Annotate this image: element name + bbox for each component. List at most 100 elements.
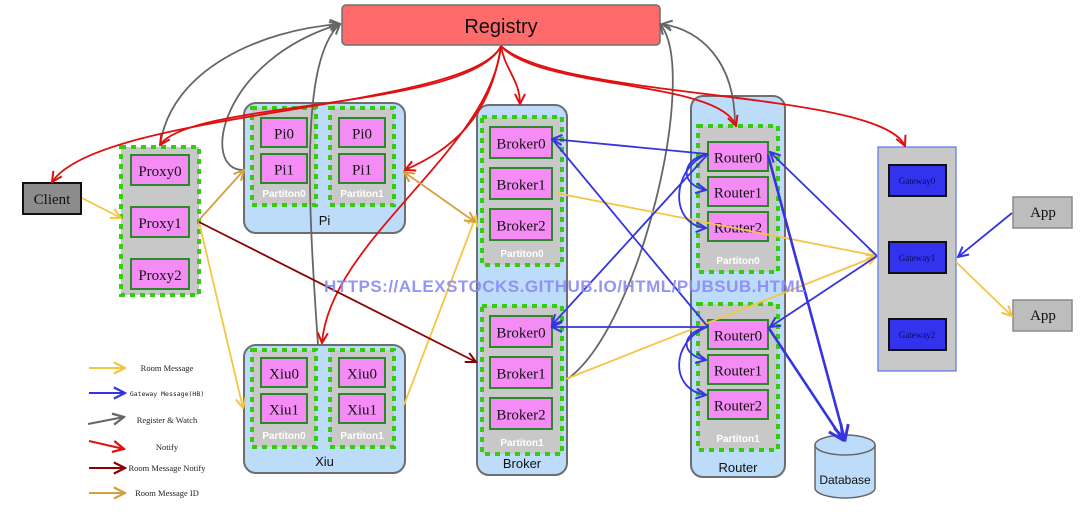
router-1-node-1[interactable]	[707, 354, 769, 385]
router-partition-1-label: Partiton1	[716, 434, 760, 445]
proxy-node-2-label: Proxy2	[138, 268, 181, 284]
router-0-node-0[interactable]	[707, 141, 769, 172]
gateway-node-2[interactable]	[888, 318, 947, 351]
xiu-1-node-0[interactable]	[338, 357, 386, 388]
pi-1-node-1[interactable]	[338, 153, 386, 184]
database-label: Database	[819, 473, 871, 487]
broker-0-node-0[interactable]	[489, 126, 553, 159]
arrow-notify-client	[52, 45, 502, 182]
arrow-register-router	[662, 24, 736, 126]
broker-0-node-1[interactable]	[489, 167, 553, 200]
proxy-node-1[interactable]	[130, 206, 190, 238]
pi-1-node-0[interactable]	[338, 117, 386, 148]
database-body	[814, 445, 876, 499]
xiu-cluster-label: Xiu	[315, 454, 334, 469]
xiu-0-node-0[interactable]	[260, 357, 308, 388]
arrow-notify-gateway	[500, 45, 905, 146]
app-1[interactable]: App	[1012, 299, 1073, 332]
arrow-msgnotify-proxy-broker	[198, 221, 476, 362]
proxy-node-0-label: Proxy0	[138, 164, 181, 180]
app-0-box[interactable]	[1012, 196, 1073, 229]
broker-1-node-1-label: Broker1	[496, 367, 545, 383]
broker-cluster-label: Broker	[503, 456, 542, 471]
legend-arrow-icon	[88, 440, 124, 449]
pi-cluster-label: Pi	[319, 213, 331, 228]
xiu-partition-0-label: Partiton0	[262, 431, 306, 442]
database[interactable]: Database	[814, 434, 876, 499]
broker-1-node-1[interactable]	[489, 356, 553, 389]
router-cluster: RouterPartiton0Router0Router1Router2Part…	[690, 95, 786, 478]
arrow-gw-gateway-router0b	[770, 255, 878, 327]
app-1-label: App	[1030, 308, 1056, 324]
client-label: Client	[34, 192, 71, 208]
pi-0-node-1[interactable]	[260, 153, 308, 184]
arrow-gw-router0-broker0	[552, 139, 709, 155]
router-1-node-1-label: Router1	[714, 364, 762, 380]
client[interactable]: Client	[22, 182, 82, 215]
arrow-gw-router0b-db	[766, 326, 843, 440]
arrow-msg-xiu-broker	[403, 216, 476, 406]
legend-item-register-watch: Register & Watch	[87, 415, 198, 425]
broker-cluster: BrokerPartiton0Broker0Broker1Broker2Part…	[476, 104, 568, 476]
arrow-msg-gw-app	[955, 261, 1012, 316]
gateway-node-2-label: Gateway2	[899, 330, 935, 340]
router-0-node-1-label: Router1	[714, 186, 762, 202]
broker-1-node-2[interactable]	[489, 397, 553, 430]
router-1-node-2[interactable]	[707, 389, 769, 420]
broker-0-node-2[interactable]	[489, 208, 553, 241]
arrow-msgid-pi-broker	[404, 172, 475, 222]
legend-label: Room Message ID	[135, 488, 199, 498]
arrow-gw-r0-r2	[678, 153, 707, 228]
legend-label: Room Message	[141, 363, 194, 373]
gateway-node-0[interactable]	[888, 164, 947, 197]
pi-1-node-1-label: Pi1	[352, 163, 372, 179]
arrow-msg-broker1-gw	[565, 256, 877, 380]
xiu-1-node-1[interactable]	[338, 393, 386, 424]
proxy-node-1-label: Proxy1	[138, 216, 181, 232]
xiu-1-node-0-label: Xiu0	[347, 367, 377, 383]
proxy-node-2[interactable]	[130, 258, 190, 290]
router-0-node-0-label: Router0	[714, 151, 762, 167]
broker-partition-0-label: Partiton0	[500, 249, 544, 260]
legend-label: Notify	[156, 442, 179, 452]
watermark-url[interactable]: HTTPS://ALEXSTOCKS.GITHUB.IO/HTML/PUBSUB…	[324, 277, 806, 296]
xiu-0-node-1[interactable]	[260, 393, 308, 424]
legend-item-notify: Notify	[88, 440, 179, 452]
pi-partition-1-label: Partiton1	[340, 189, 384, 200]
arrow-notify-router	[500, 45, 736, 126]
app-0-label: App	[1030, 205, 1056, 221]
arrow-notify-broker	[500, 45, 520, 104]
arrow-gw-gateway-router0	[770, 152, 878, 257]
pi-1-node-0-label: Pi0	[352, 127, 372, 143]
router-1-node-0[interactable]	[707, 319, 769, 350]
arrow-gw-router0-db	[766, 154, 845, 440]
legend-item-room-message-notify: Room Message Notify	[89, 463, 206, 473]
arrow-msgid-proxy-pi	[198, 170, 244, 221]
gateway-node-0-label: Gateway0	[899, 176, 936, 186]
arrow-register-proxy	[159, 24, 340, 147]
broker-0-node-0-label: Broker0	[496, 137, 545, 153]
router-1-node-0-label: Router0	[714, 329, 762, 345]
registry-label: Registry	[464, 16, 537, 38]
legend-item-room-message: Room Message	[89, 363, 194, 373]
proxy-node-0[interactable]	[130, 154, 190, 186]
router-cluster-label: Router	[718, 460, 758, 475]
arrow-register-pi	[221, 24, 340, 171]
arrow-notify-proxy	[160, 45, 502, 145]
registry[interactable]: Registry	[341, 4, 661, 46]
app-0[interactable]: App	[1012, 196, 1073, 229]
legend-label: Room Message Notify	[129, 463, 207, 473]
gateway-node-1[interactable]	[888, 241, 947, 274]
legend-item-gateway-message: Gateway Message(HB)	[89, 390, 204, 398]
pi-0-node-0[interactable]	[260, 117, 308, 148]
arrow-register-broker	[565, 24, 674, 381]
router-1-node-2-label: Router2	[714, 399, 762, 415]
router-partition-0-label: Partiton0	[716, 256, 760, 267]
broker-0-node-1-label: Broker1	[496, 178, 545, 194]
router-0-node-2[interactable]	[707, 211, 769, 242]
arrow-msg-broker0-gw	[555, 192, 877, 256]
